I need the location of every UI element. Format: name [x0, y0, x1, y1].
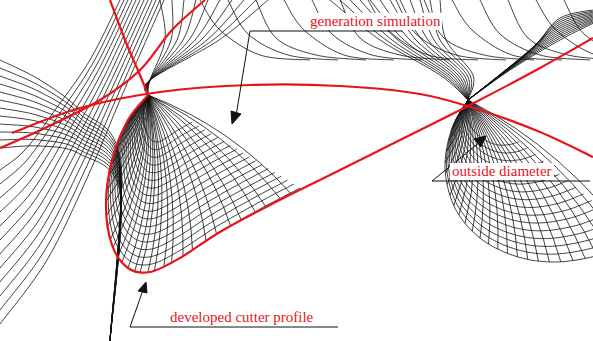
mesh-curve	[468, 15, 593, 100]
mesh-curve	[228, 0, 338, 60]
mesh-curve	[108, 95, 294, 265]
mesh-curve	[0, 0, 164, 324]
mesh-ray	[135, 95, 153, 271]
mesh-curve	[468, 13, 593, 100]
leader-line	[250, 31, 402, 32]
mesh-curve	[0, 0, 156, 296]
arrow-head	[474, 136, 486, 147]
mesh-ray	[148, 95, 265, 206]
generated-profile-curve	[0, 0, 205, 148]
mesh-ray	[148, 95, 183, 256]
leader-line	[130, 290, 143, 327]
mesh-curve	[0, 0, 140, 240]
leader-line	[236, 31, 250, 116]
mesh-ray	[148, 95, 280, 198]
outside-diameter-curve	[12, 84, 593, 157]
mesh-ray	[148, 95, 255, 212]
callout-label: generation simulation	[308, 13, 442, 30]
mesh-curve	[468, 9, 593, 100]
mesh-curve	[0, 139, 121, 341]
mesh-ray	[148, 95, 217, 234]
mesh-curve	[147, 0, 184, 95]
mesh-curve	[0, 0, 144, 254]
mesh-curve	[0, 92, 121, 341]
mesh-curve	[200, 0, 310, 60]
mesh-ray	[148, 95, 290, 193]
cutter-profile-curve	[106, 38, 593, 273]
mesh-curve	[468, 11, 593, 100]
leader-line	[432, 181, 590, 182]
mesh-curve	[468, 18, 593, 100]
mesh-curve	[0, 76, 121, 341]
leader-line	[130, 327, 338, 328]
mesh-ray	[140, 95, 155, 273]
arrow-head	[138, 282, 147, 293]
mesh-curve	[148, 0, 165, 95]
mesh-curve	[468, 16, 593, 100]
mesh-curve	[145, 0, 256, 95]
mesh-curve	[468, 14, 593, 100]
mesh-curve	[468, 20, 593, 100]
mesh-curve	[0, 132, 121, 341]
mesh-curve	[0, 100, 121, 341]
mesh-curve	[0, 0, 160, 310]
callout-label: developed cutter profile	[168, 309, 315, 326]
mesh-curve	[468, 19, 593, 100]
mesh-curve	[0, 0, 128, 198]
mesh-curve	[0, 108, 121, 341]
callout-label: outside diameter	[450, 163, 554, 180]
mesh-curve	[0, 146, 121, 341]
mesh-curve	[468, 17, 593, 100]
mesh-curve	[0, 0, 152, 282]
mesh-curve	[468, 12, 593, 100]
mesh-ray	[148, 95, 162, 271]
mesh-ray	[445, 100, 468, 163]
mesh-ray	[148, 95, 231, 226]
arrow-head	[231, 111, 241, 124]
mesh-curve	[452, 0, 562, 60]
mesh-curve	[0, 84, 121, 341]
mesh-curve	[0, 0, 132, 212]
mesh-curve	[468, 10, 593, 100]
mesh-ray	[106, 95, 148, 201]
mesh-curve	[144, 0, 268, 95]
mesh-curve	[145, 0, 244, 95]
mesh-curve	[0, 124, 121, 341]
mesh-curve	[0, 68, 121, 341]
mesh-curve	[148, 0, 173, 95]
mesh-curve	[480, 0, 590, 60]
mesh-ray	[122, 95, 149, 262]
mesh-curve	[440, 0, 474, 100]
generated-profile-curve	[110, 0, 148, 95]
mesh-curve	[449, 100, 593, 239]
mesh-curve	[0, 116, 121, 341]
mesh-curve	[106, 95, 300, 273]
mesh-curve	[146, 0, 208, 95]
